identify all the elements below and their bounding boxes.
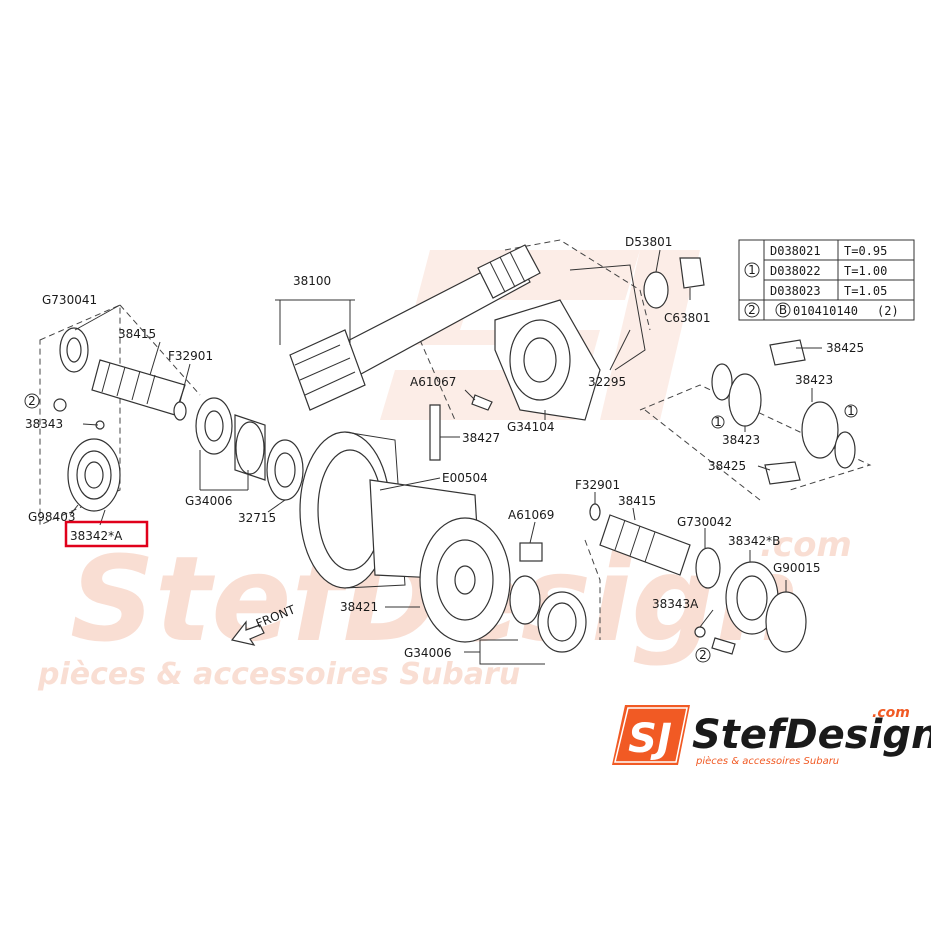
label-32715: 32715 bbox=[238, 511, 276, 525]
brand-mark-letters: SJ bbox=[628, 716, 672, 762]
label-38423-right: 38423 bbox=[795, 373, 833, 387]
brand-name: StefDesign bbox=[692, 712, 931, 758]
extension-housing bbox=[494, 257, 705, 421]
label-G34104: G34104 bbox=[507, 420, 554, 434]
table-ref-2: 2 bbox=[748, 303, 756, 317]
label-38421: 38421 bbox=[340, 600, 378, 614]
leader-lines bbox=[69, 249, 822, 665]
right-axle-group: 2 bbox=[589, 503, 807, 663]
pinion-shaft bbox=[289, 244, 541, 411]
callout-1-left: 1 bbox=[714, 415, 722, 429]
label-38342-B: 38342*B bbox=[728, 534, 780, 548]
label-D53801: D53801 bbox=[625, 235, 672, 249]
brand-logo: SJ StefDesign .com pièces & accessoires … bbox=[612, 705, 931, 767]
table-part-2: D038022 bbox=[770, 264, 821, 278]
label-A61069: A61069 bbox=[508, 508, 554, 522]
table-mark-b: B bbox=[779, 303, 787, 317]
diff-gears: 1 1 bbox=[711, 339, 858, 485]
brand-suffix: .com bbox=[872, 705, 910, 721]
table-qty-4: (2) bbox=[877, 304, 899, 318]
label-A61067: A61067 bbox=[410, 375, 456, 389]
watermark-suffix: .com bbox=[760, 525, 852, 565]
table-value-3: T=1.05 bbox=[844, 284, 887, 298]
part-labels: 38100 G730041 38415 F32901 38343 G98403 … bbox=[25, 235, 864, 660]
table-value-2: T=1.00 bbox=[844, 264, 887, 278]
label-G730042: G730042 bbox=[677, 515, 732, 529]
callout-2-right: 2 bbox=[699, 648, 707, 662]
spec-table: 1 D038021 T=0.95 D038022 T=1.00 D038023 … bbox=[738, 239, 915, 321]
ring-gear-and-case bbox=[299, 394, 587, 653]
callout-2-left: 2 bbox=[28, 394, 36, 408]
label-38415-right: 38415 bbox=[618, 494, 656, 508]
label-38100: 38100 bbox=[293, 274, 331, 288]
label-38343A: 38343A bbox=[652, 597, 699, 611]
brand-mark-icon: SJ bbox=[612, 705, 690, 765]
label-G34006-left: G34006 bbox=[185, 494, 232, 508]
label-32295: 32295 bbox=[588, 375, 626, 389]
watermark-tagline: pièces & accessoires Subaru bbox=[37, 657, 520, 692]
label-F32901-left: F32901 bbox=[168, 349, 213, 363]
left-axle-group: 2 bbox=[24, 327, 304, 512]
label-38425-top: 38425 bbox=[826, 341, 864, 355]
brand-tagline: pièces & accessoires Subaru bbox=[695, 755, 839, 767]
label-G98403: G98403 bbox=[28, 510, 75, 524]
label-38415-left: 38415 bbox=[118, 327, 156, 341]
label-G34006-bottom: G34006 bbox=[404, 646, 451, 660]
table-value-1: T=0.95 bbox=[844, 244, 887, 258]
table-part-4: 010410140 bbox=[793, 304, 858, 318]
label-38427: 38427 bbox=[462, 431, 500, 445]
label-C63801: C63801 bbox=[664, 311, 711, 325]
label-F32901-right: F32901 bbox=[575, 478, 620, 492]
table-ref-1: 1 bbox=[748, 263, 756, 277]
label-G730041: G730041 bbox=[42, 293, 97, 307]
label-38343: 38343 bbox=[25, 417, 63, 431]
highlight-box bbox=[64, 520, 149, 548]
label-E00504: E00504 bbox=[442, 471, 488, 485]
label-38342-A: 38342*A bbox=[70, 529, 123, 543]
label-G90015: G90015 bbox=[773, 561, 820, 575]
label-38423-left: 38423 bbox=[722, 433, 760, 447]
table-part-1: D038021 bbox=[770, 244, 821, 258]
table-part-3: D038023 bbox=[770, 284, 821, 298]
label-38425-bottom: 38425 bbox=[708, 459, 746, 473]
callout-1-right: 1 bbox=[847, 404, 855, 418]
